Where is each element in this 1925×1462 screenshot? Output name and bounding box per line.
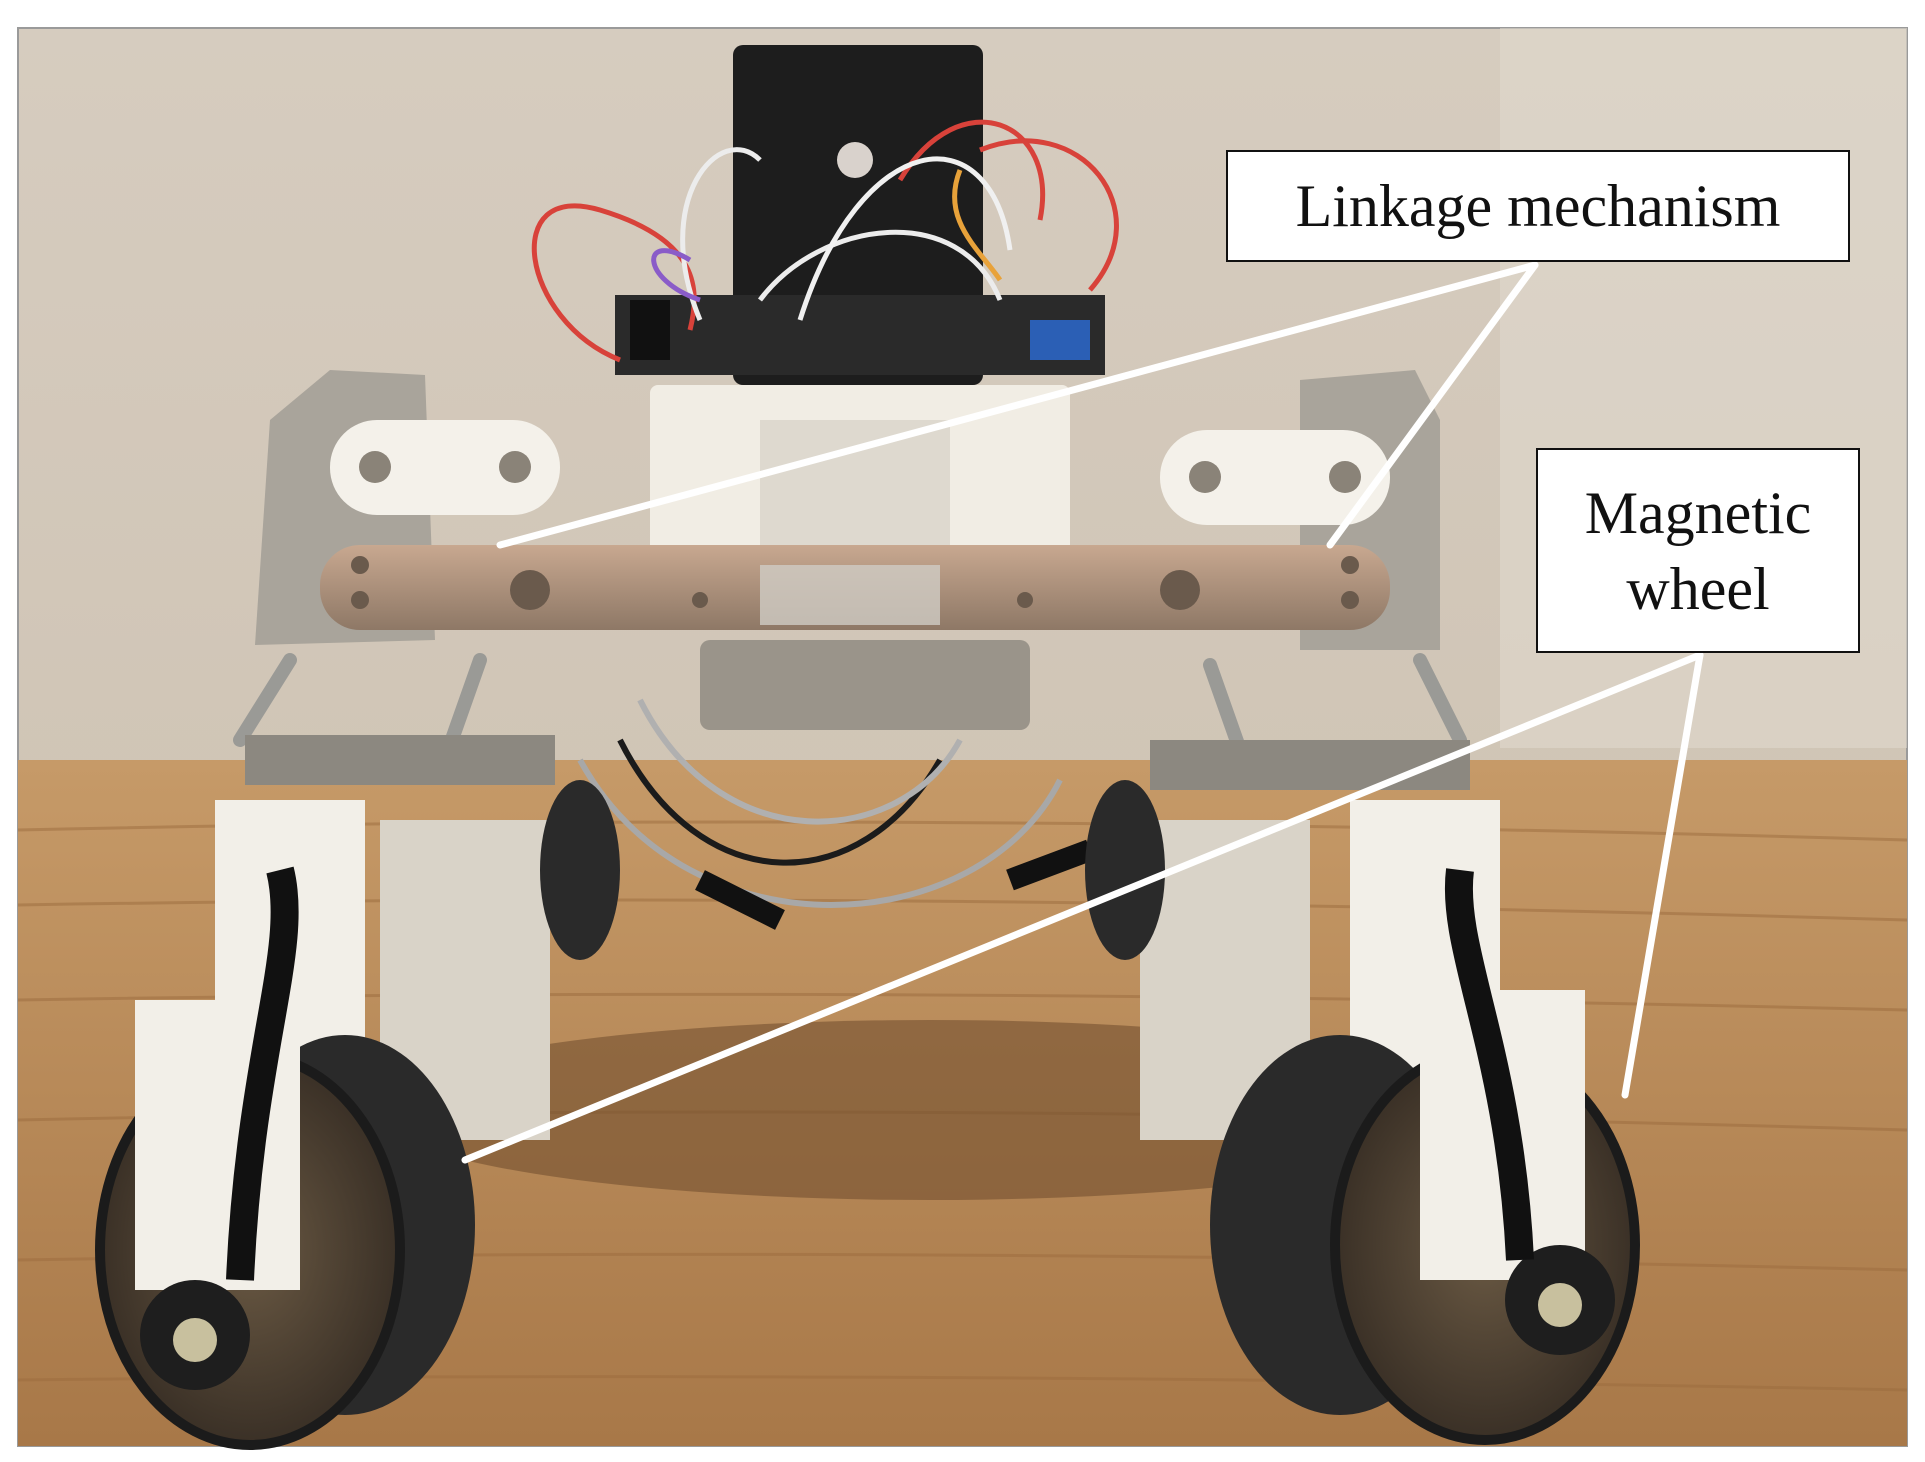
callout-magnetic-label-line2: wheel [1626, 555, 1770, 622]
controller-light [837, 142, 873, 178]
cables [577, 698, 1094, 930]
callout-linkage-mechanism: Linkage mechanism [1226, 150, 1850, 262]
left-lower-plate [245, 735, 555, 785]
leader-linkage-right [1326, 261, 1539, 549]
left-back-wheel [540, 780, 620, 960]
right-lower-plate [1150, 740, 1470, 790]
leader-lines [461, 261, 1704, 1164]
leader-magnetic-left [461, 651, 1704, 1164]
callout-magnetic-wheel: Magnetic wheel [1536, 448, 1860, 653]
leader-linkage-left [496, 261, 1539, 549]
right-link-white [1160, 430, 1390, 525]
right-back-wheel [1085, 780, 1165, 960]
springs [233, 653, 1467, 757]
leader-magnetic-right [1621, 651, 1704, 1099]
callout-linkage-label: Linkage mechanism [1295, 172, 1781, 239]
wires [531, 119, 1119, 363]
left-ribbon-cable [226, 866, 299, 1281]
left-link-white [330, 420, 560, 515]
callout-magnetic-label-line1: Magnetic [1584, 479, 1812, 546]
battery-pack [700, 640, 1030, 730]
right-ribbon-cable [1444, 868, 1534, 1261]
